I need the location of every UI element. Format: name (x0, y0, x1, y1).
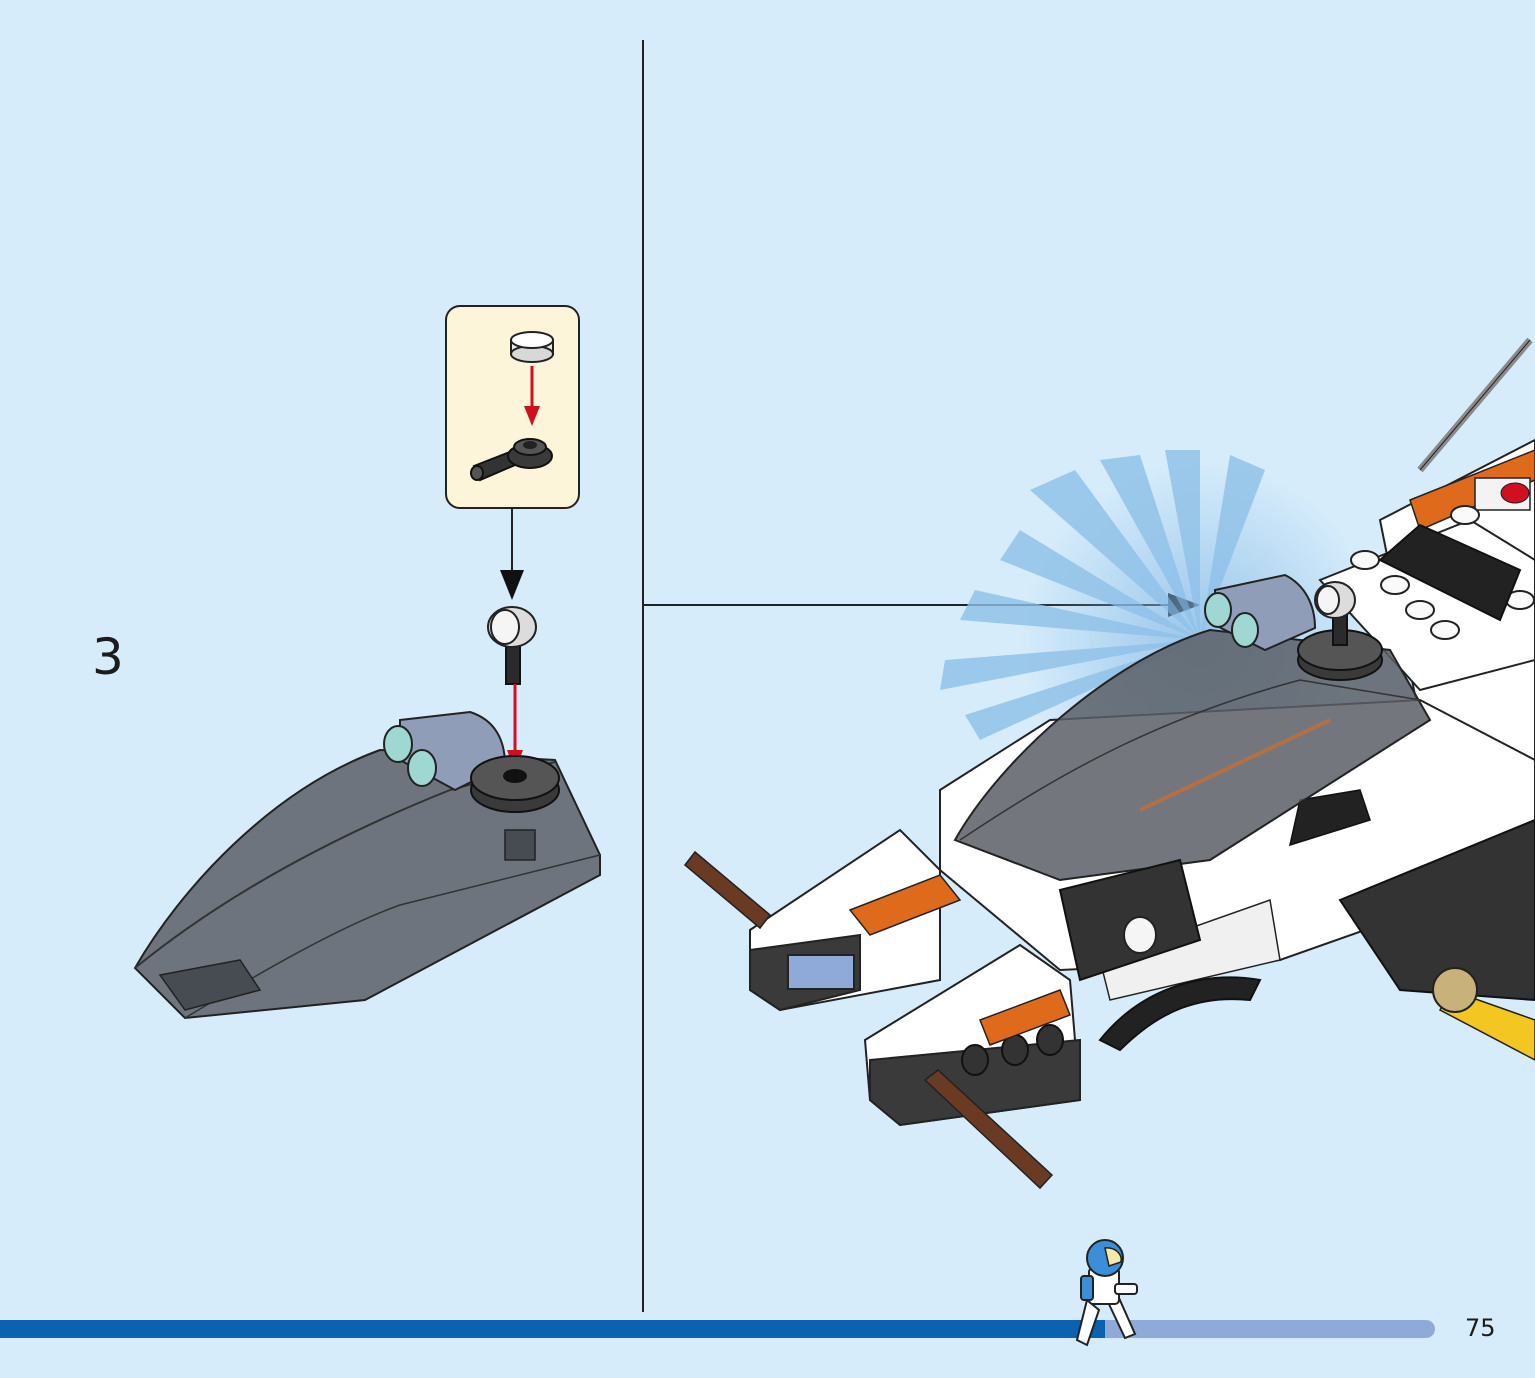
lamp-holder-icon (470, 438, 553, 482)
lamp-assembly-icon (487, 606, 537, 685)
page-number: 75 (1465, 1314, 1496, 1342)
ship-model-icon (683, 337, 1535, 1190)
callout-box (445, 305, 580, 509)
callout-pointer-arrowhead (500, 570, 524, 600)
step-number: 3 (92, 628, 124, 686)
progress-fill (0, 1320, 1105, 1338)
canopy-piece-icon (133, 710, 601, 1020)
round-tile-icon (510, 331, 554, 363)
astronaut-minifigure-icon (1075, 1239, 1138, 1347)
